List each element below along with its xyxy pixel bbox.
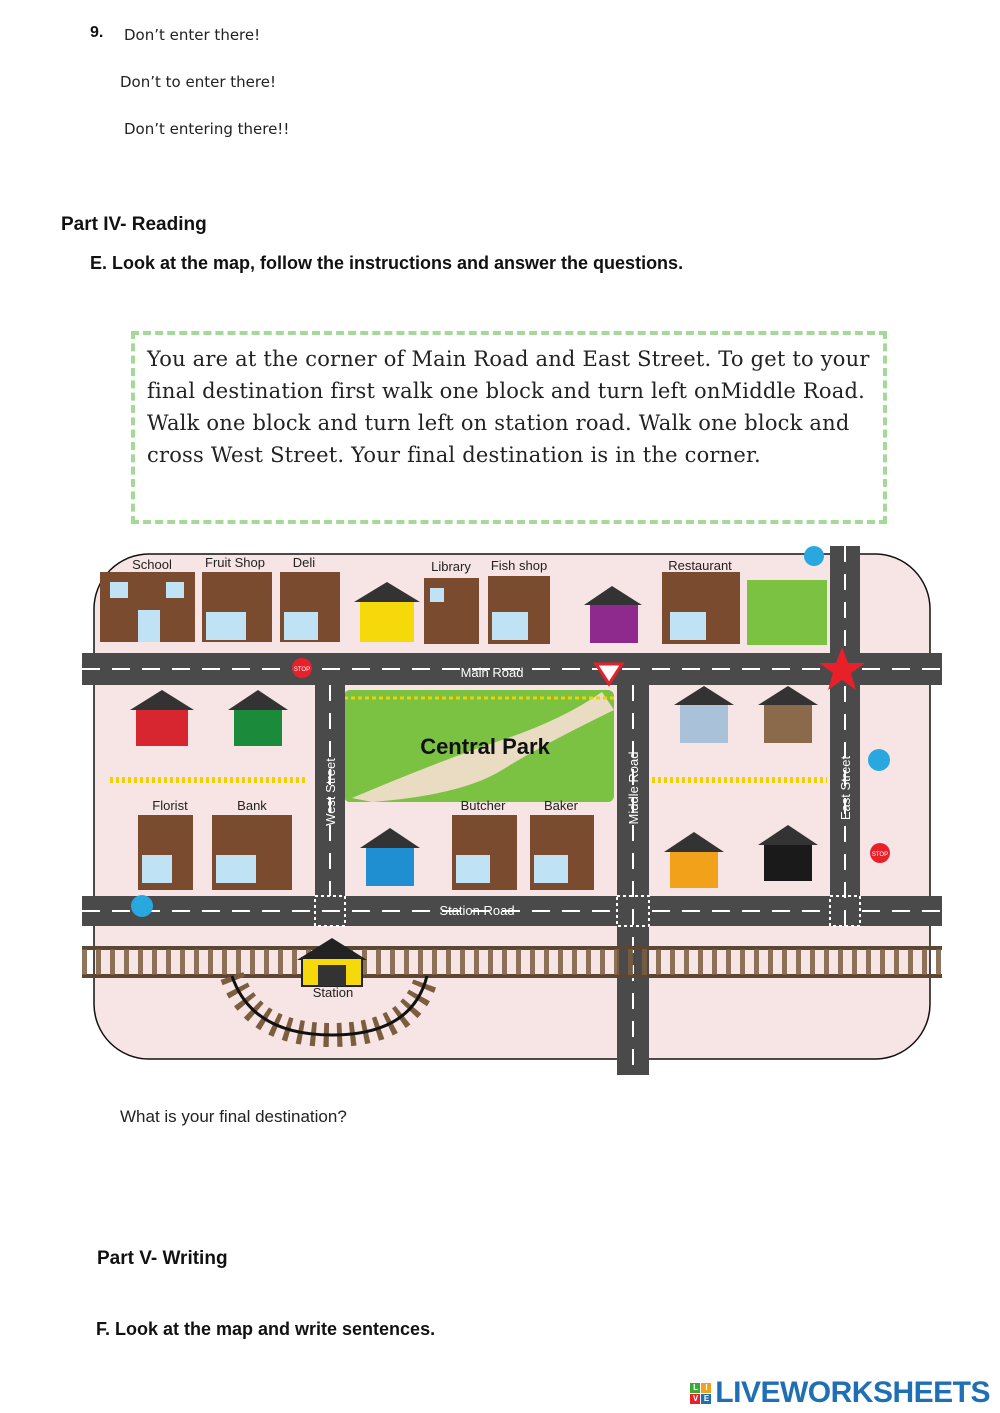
house-yellow (354, 582, 420, 642)
question-number: 9. (90, 24, 104, 41)
brand-text: LIVEWORKSHEETS (715, 1376, 990, 1409)
building-fruit-shop (202, 572, 272, 642)
label-fish-shop: Fish shop (491, 558, 547, 573)
house-green (228, 690, 288, 746)
building-restaurant (662, 572, 740, 644)
label-florist: Florist (152, 798, 188, 813)
railway (82, 946, 942, 1048)
label-east-street: East Street (838, 755, 853, 820)
building-school (100, 572, 195, 642)
label-central-park: Central Park (420, 734, 550, 759)
house-orange (664, 832, 724, 888)
start-star-icon (819, 647, 865, 690)
label-baker: Baker (544, 798, 579, 813)
stop-sign (870, 843, 890, 863)
option-1[interactable]: Don’t enter there! (124, 26, 261, 44)
label-deli: Deli (293, 555, 316, 570)
part-v-title: Part V- Writing (97, 1248, 228, 1269)
stop-sign (292, 658, 312, 678)
bus-stop-icon (868, 749, 890, 771)
building-fish-shop (488, 576, 550, 644)
label-main-road: Main Road (461, 665, 524, 680)
question-final-destination: What is your final destination? (120, 1107, 347, 1126)
reading-passage: You are at the corner of Main Road and E… (147, 347, 870, 467)
bus-stop-icon (804, 546, 824, 566)
option-3[interactable]: Don’t entering there!! (124, 120, 290, 138)
label-station: Station (313, 985, 353, 1000)
label-west-street: West Street (323, 758, 338, 826)
label-bank: Bank (237, 798, 267, 813)
house-blue-grey (674, 686, 734, 743)
house-blue (360, 828, 420, 886)
label-library: Library (431, 559, 471, 574)
label-restaurant: Restaurant (668, 558, 732, 573)
label-school: School (132, 557, 172, 572)
yield-sign (593, 662, 625, 687)
house-brown (758, 686, 818, 743)
instructions-box: You are at the corner of Main Road and E… (131, 331, 887, 524)
building-bank (212, 815, 292, 890)
building-deli (280, 572, 340, 642)
building-baker (530, 815, 594, 890)
part-iv-title: Part IV- Reading (61, 214, 207, 235)
label-fruit-shop: Fruit Shop (205, 555, 265, 570)
label-butcher: Butcher (461, 798, 506, 813)
station (297, 938, 367, 987)
building-butcher (452, 815, 517, 890)
stop-sign-label: STOP (294, 667, 310, 673)
option-2[interactable]: Don’t to enter there! (120, 73, 276, 91)
building-library (424, 578, 479, 644)
part-iv-instruction: E. Look at the map, follow the instructi… (90, 253, 684, 273)
house-black (758, 825, 818, 881)
bus-stop-icon (131, 895, 153, 917)
house-purple (584, 586, 642, 643)
label-station-road: Station Road (439, 903, 514, 918)
stop-sign-label: STOP (872, 852, 888, 858)
town-map: School Fruit Shop Deli Library Fish shop… (82, 546, 942, 1075)
building-florist (138, 815, 193, 890)
house-red (130, 690, 194, 746)
part-v-instruction: F. Look at the map and write sentences. (96, 1319, 436, 1339)
label-middle-road: Middle Road (626, 752, 641, 825)
